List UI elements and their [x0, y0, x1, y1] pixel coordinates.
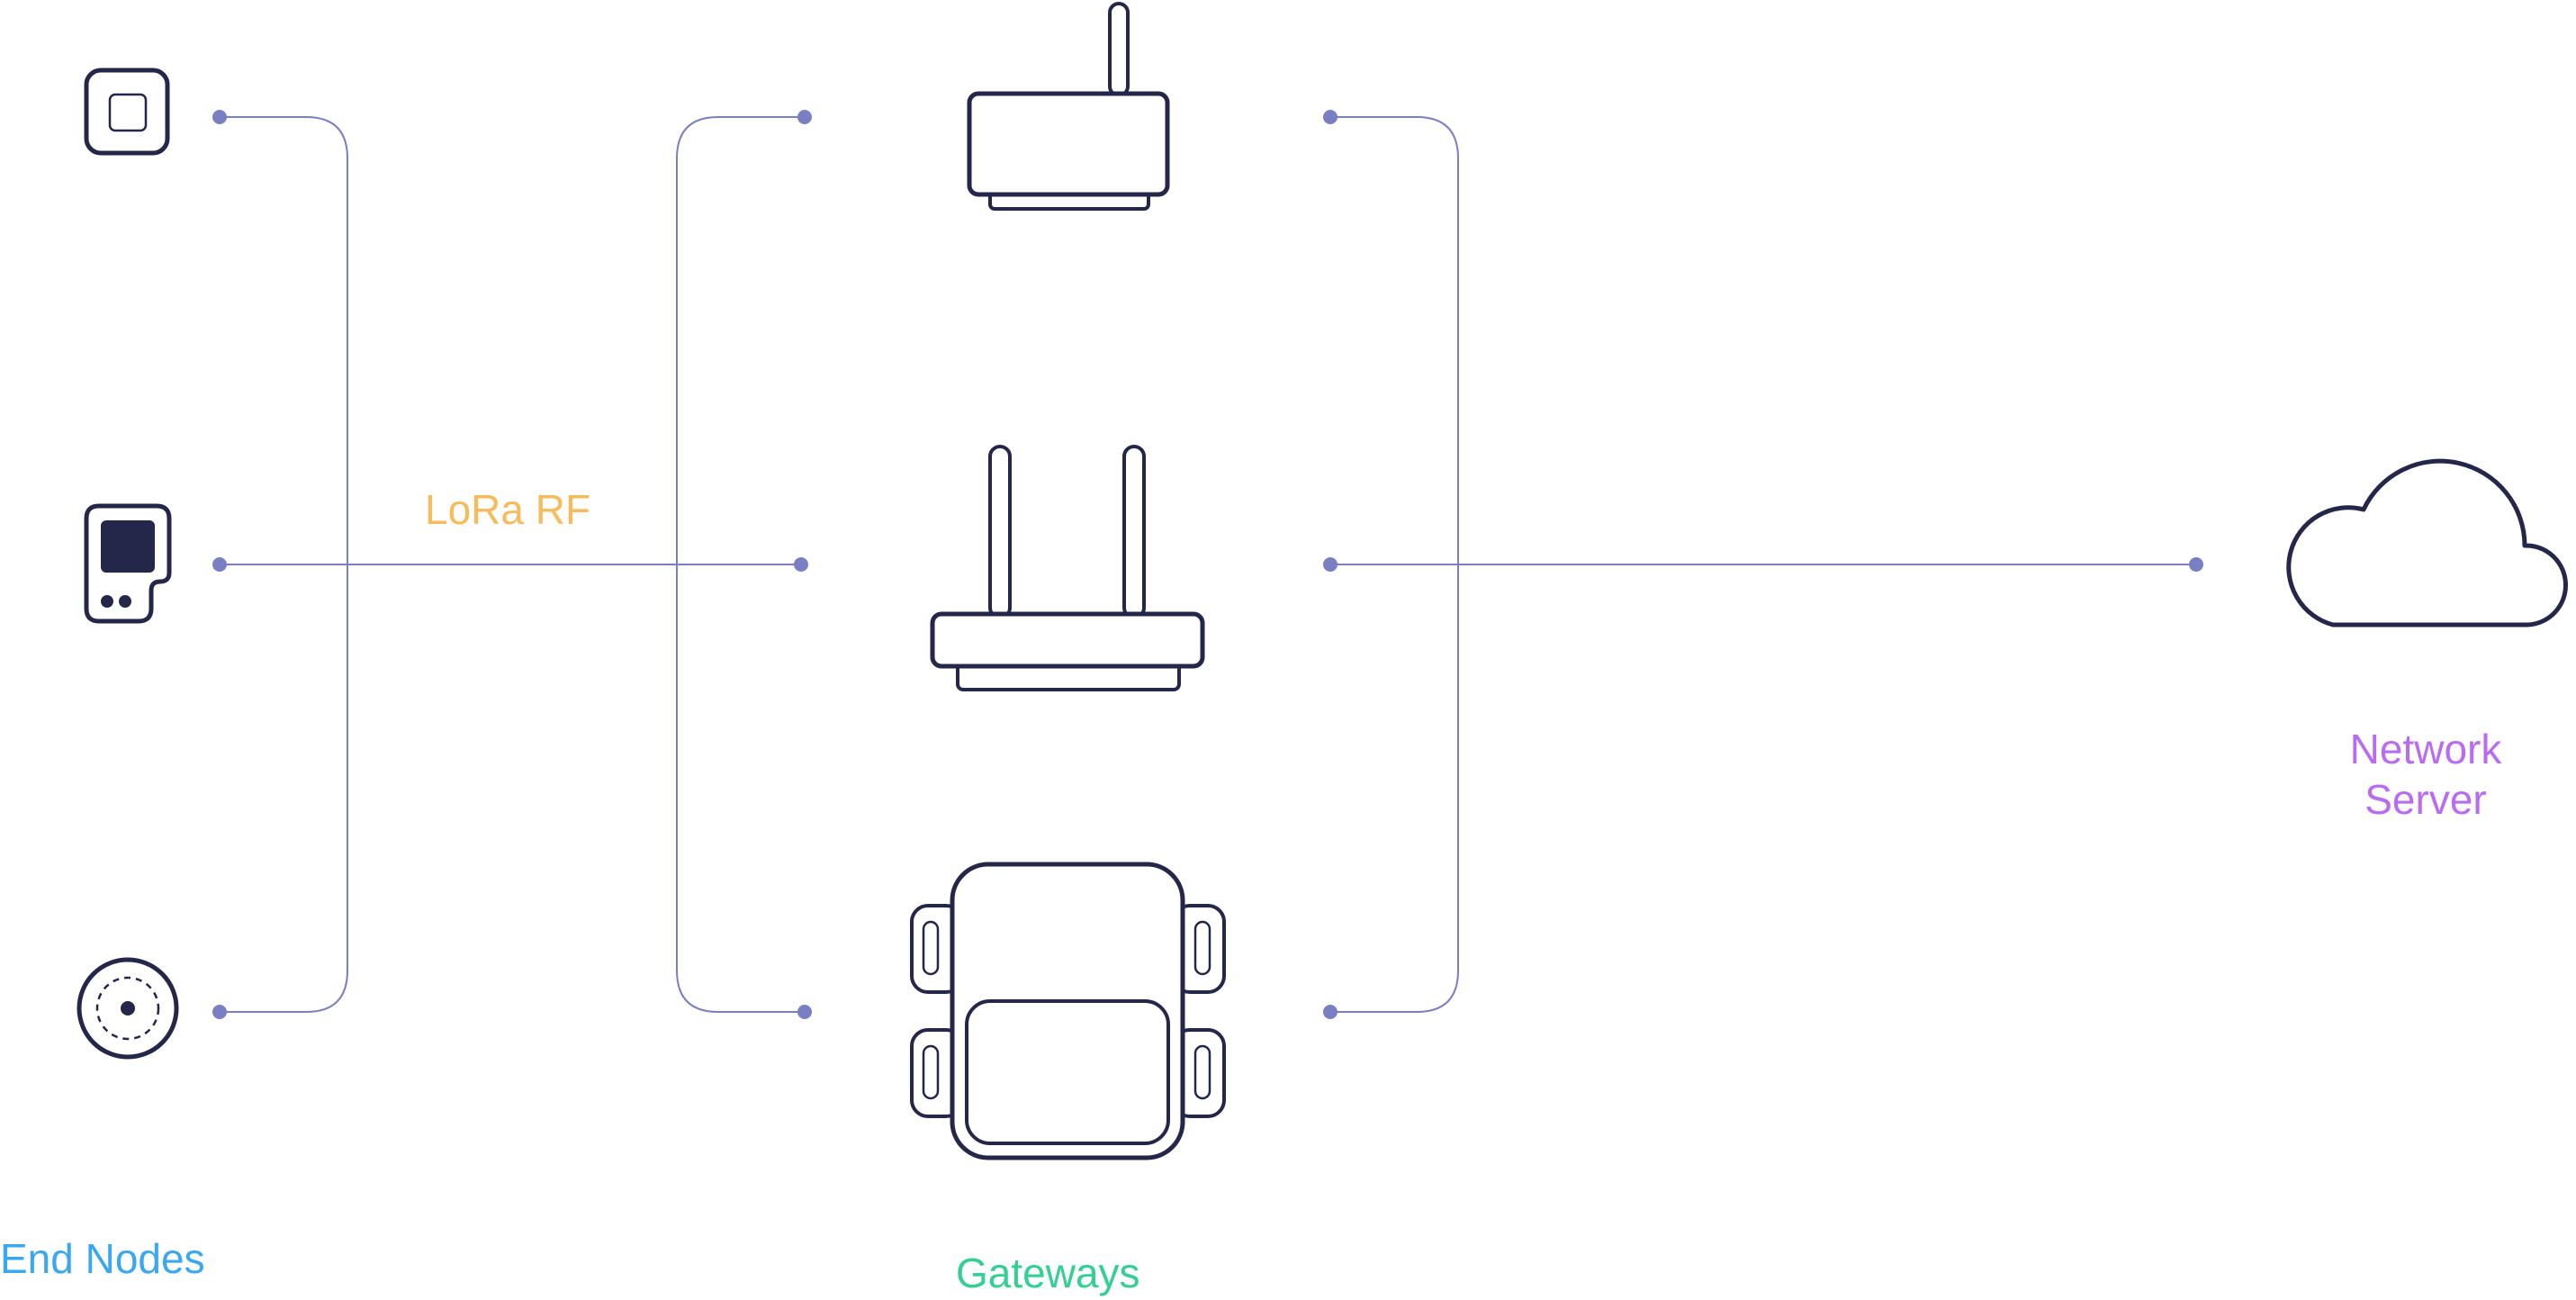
square-sensor-icon: [84, 68, 170, 156]
dual-antenna-gateway-icon: [930, 445, 1205, 691]
end-nodes-label: End Nodes: [0, 1235, 205, 1282]
connector-dots: [212, 110, 2203, 1019]
gateway-left-dot-3: [797, 1005, 812, 1019]
gateway-right-dot-3: [1323, 1005, 1338, 1019]
gateway-left-dot-1: [797, 110, 812, 124]
gateway-right-dot-2: [1323, 557, 1338, 572]
outdoor-gateway-icon: [910, 862, 1226, 1160]
end-node-dot-3: [212, 1005, 227, 1019]
end-node-dot-2: [212, 557, 227, 572]
lora-rf-label: LoRa RF: [425, 486, 591, 533]
network-server-dot: [2189, 557, 2203, 572]
network-server-label: Network Server: [2286, 724, 2565, 825]
connector-lines: [220, 116, 2196, 1013]
handheld-tracker-icon: [84, 503, 172, 624]
network-server-label-line-2: Server: [2364, 776, 2487, 823]
round-sensor-icon: [77, 957, 179, 1060]
gateway-left-dot-2: [794, 557, 808, 572]
gateways-label: Gateways: [956, 1250, 1140, 1296]
end-node-dot-1: [212, 110, 227, 124]
cloud-icon: [2286, 458, 2568, 627]
single-antenna-gateway-icon: [967, 2, 1170, 211]
network-server-label-line-1: Network: [2349, 726, 2502, 772]
gateway-right-dot-1: [1323, 110, 1338, 124]
